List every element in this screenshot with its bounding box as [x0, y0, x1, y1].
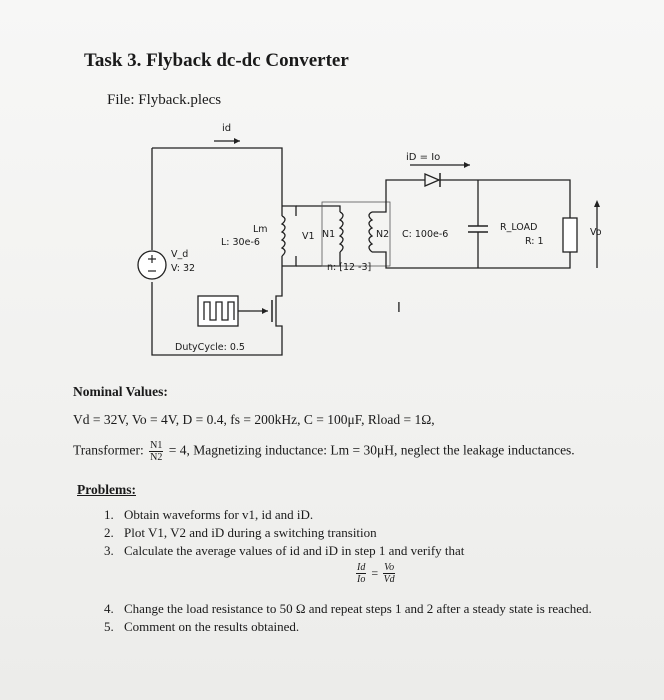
transformer-box	[321, 201, 391, 267]
eq-rhs: Vo Vd	[383, 562, 396, 585]
n2-winding-icon	[368, 211, 374, 253]
frac-den: N2	[150, 452, 163, 463]
turns-fraction: N1 N2	[149, 440, 164, 463]
eq-rhs-den: Vd	[383, 574, 395, 585]
list-item: 3. Calculate the average values of id an…	[104, 542, 624, 559]
vd-name: V_d	[171, 249, 189, 260]
nominal-line1: Vd = 32V, Vo = 4V, D = 0.4, fs = 200kHz,…	[73, 412, 435, 427]
item-number: 2.	[104, 525, 114, 540]
wire-sec-top	[372, 179, 425, 213]
transformer-rest: = 4, Magnetizing inductance: Lm = 30μH, …	[168, 442, 575, 458]
duty-cycle: DutyCycle: 0.5	[175, 342, 245, 353]
item-number: 3.	[104, 543, 114, 558]
vo-arrow-head	[594, 200, 600, 207]
item-text: Plot V1, V2 and iD during a switching tr…	[124, 525, 377, 540]
lm-name: Lm	[253, 224, 268, 235]
list-item: 2. Plot V1, V2 and iD during a switching…	[104, 524, 624, 541]
capacitor-value: C: 100e-6	[402, 229, 449, 240]
n1-winding-icon	[338, 211, 344, 253]
id-label: id	[222, 123, 232, 134]
lm-inductor-icon	[280, 215, 286, 257]
item-text: Obtain waveforms for v1, id and iD.	[124, 507, 314, 522]
problems-list: 1. Obtain waveforms for v1, id and iD. 2…	[104, 506, 624, 636]
eq-rhs-num: Vo	[383, 562, 396, 574]
list-item: 1. Obtain waveforms for v1, id and iD.	[104, 506, 624, 523]
iD-arrow-head	[464, 162, 470, 168]
diode-icon	[424, 173, 441, 187]
file-label: File: Flyback.plecs	[107, 92, 222, 108]
wire-top-left	[152, 147, 283, 216]
item-number: 4.	[104, 601, 114, 616]
item-number: 1.	[104, 507, 114, 522]
id-arrow-head	[234, 138, 240, 144]
item-number: 5.	[104, 619, 114, 634]
mosfet-icon	[275, 270, 283, 330]
n2-label: N2	[376, 229, 390, 240]
nominal-heading: Nominal Values:	[73, 384, 168, 399]
list-item: 5. Comment on the results obtained.	[104, 618, 624, 635]
eq-lhs: Id Io	[356, 562, 367, 585]
frac-num: N1	[149, 440, 164, 452]
eq-lhs-den: Io	[357, 574, 366, 585]
resistor-icon	[562, 217, 578, 253]
problems-heading: Problems:	[77, 482, 136, 497]
circuit-schematic	[137, 138, 600, 356]
pulse-generator-icon	[197, 295, 239, 327]
item-text: Comment on the results obtained.	[124, 619, 300, 634]
v1-label: V1	[302, 231, 315, 242]
transformer-line: Transformer: N1 N2 = 4, Magnetizing indu…	[73, 440, 575, 463]
list-item: 4. Change the load resistance to 50 Ω an…	[104, 600, 624, 617]
ratio-equation: Id Io = Vo Vd	[356, 562, 396, 585]
vo-label: Vo	[590, 227, 602, 238]
n1-label: N1	[322, 229, 336, 240]
lm-value: L: 30e-6	[221, 237, 260, 248]
eq-lhs-num: Id	[356, 562, 367, 574]
voltage-source-icon	[137, 250, 167, 280]
vd-value: V: 32	[171, 263, 196, 274]
rload-name: R_LOAD	[500, 222, 538, 233]
wire-bottom-left	[151, 282, 283, 356]
wire-sec-bottom	[372, 251, 571, 269]
iD-label: iD = Io	[406, 152, 441, 163]
rload-value: R: 1	[525, 236, 544, 247]
item-text: Change the load resistance to 50 Ω and r…	[124, 601, 592, 616]
transformer-prefix: Transformer:	[73, 442, 144, 458]
item-text: Calculate the average values of id and i…	[124, 543, 465, 558]
turns-ratio: n: [12 -3]	[327, 262, 372, 273]
task-title: Task 3. Flyback dc-dc Converter	[84, 50, 349, 71]
text-cursor-icon: I	[397, 301, 401, 316]
